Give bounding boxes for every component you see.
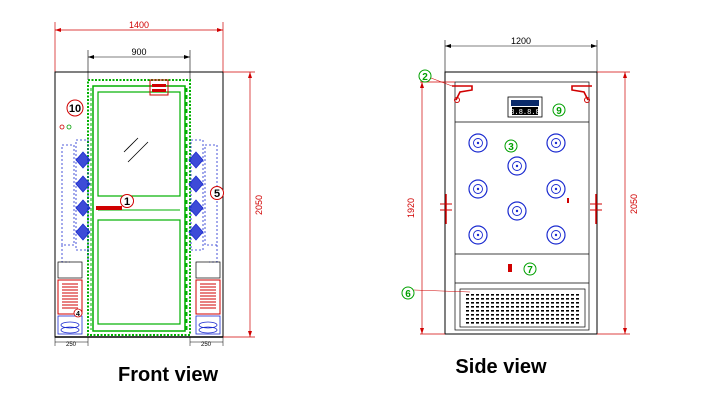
callout-10: 10 (66, 99, 84, 117)
callout-1: 1 (120, 194, 134, 208)
nozzle-icon (188, 175, 204, 193)
side-right-handle (590, 194, 602, 224)
nozzle-icon (75, 199, 91, 217)
nozzle-icon (188, 223, 204, 241)
control-panel: 8.8.8.8 (507, 96, 543, 118)
nozzle-icon (75, 175, 91, 193)
side-height-dimension: 2050 (597, 71, 639, 335)
callout-9: 9 (552, 103, 566, 117)
side-total-width-label: 1200 (511, 36, 531, 46)
front-door-width-dimension: 900 (87, 47, 191, 80)
door-handle (96, 206, 122, 210)
door-closer-left (452, 85, 473, 103)
front-view: 1400 900 2050 (54, 20, 264, 386)
sensor-mark (508, 264, 512, 272)
front-right-fan (195, 261, 221, 335)
panel-display: 8.8.8.8 (510, 109, 539, 117)
side-left-handle (440, 194, 452, 224)
svg-text:3: 3 (508, 142, 514, 153)
front-height-label: 2050 (254, 195, 264, 215)
callout-3: 3 (504, 139, 518, 153)
callout-4: 4 (73, 308, 83, 318)
front-height-dimension: 2050 (223, 71, 264, 338)
callout-5: 5 (210, 186, 224, 200)
front-total-width-label: 1400 (129, 20, 149, 30)
front-width-dimension: 1400 (54, 20, 224, 72)
svg-text:7: 7 (527, 265, 533, 276)
callout-6: 6 (401, 286, 471, 300)
svg-text:9: 9 (556, 106, 562, 117)
door-closer-right (571, 85, 592, 103)
front-left-bottom-label: 250 (66, 342, 77, 348)
front-right-bottom-label: 250 (201, 342, 212, 348)
side-view: 1200 8.8.8.8 (401, 36, 639, 378)
svg-text:1: 1 (124, 196, 130, 208)
front-left-nozzles (61, 139, 91, 263)
side-cabinet-outline (444, 71, 598, 335)
front-view-caption: Front view (118, 364, 218, 386)
front-door-width-label: 900 (131, 47, 146, 57)
side-height-label: 2050 (629, 194, 639, 214)
nozzle-icon (75, 223, 91, 241)
svg-text:10: 10 (69, 103, 81, 115)
callout-2: 2 (418, 69, 453, 87)
front-right-nozzles (188, 139, 218, 263)
nozzle-icon (188, 199, 204, 217)
nozzle-icon (188, 151, 204, 169)
front-door (87, 79, 191, 336)
svg-text:2: 2 (422, 72, 428, 83)
side-inner-height-dimension: 1920 (406, 81, 455, 335)
sensor-mark (567, 198, 569, 203)
door-lock (149, 79, 169, 96)
side-width-dimension: 1200 (444, 36, 598, 72)
callout-7: 7 (523, 262, 537, 276)
indicator-light (59, 124, 65, 130)
side-view-caption: Side view (455, 356, 547, 378)
front-left-fan (57, 261, 83, 335)
svg-text:6: 6 (405, 289, 411, 300)
side-inner-height-label: 1920 (406, 198, 416, 218)
indicator-light (66, 124, 72, 130)
side-fan-grille (459, 288, 586, 328)
svg-text:4: 4 (76, 311, 80, 318)
side-nozzle-grid (468, 133, 566, 245)
nozzle-icon (75, 151, 91, 169)
svg-text:5: 5 (214, 188, 220, 200)
front-bottom-dimensions: 250 250 (54, 337, 224, 348)
